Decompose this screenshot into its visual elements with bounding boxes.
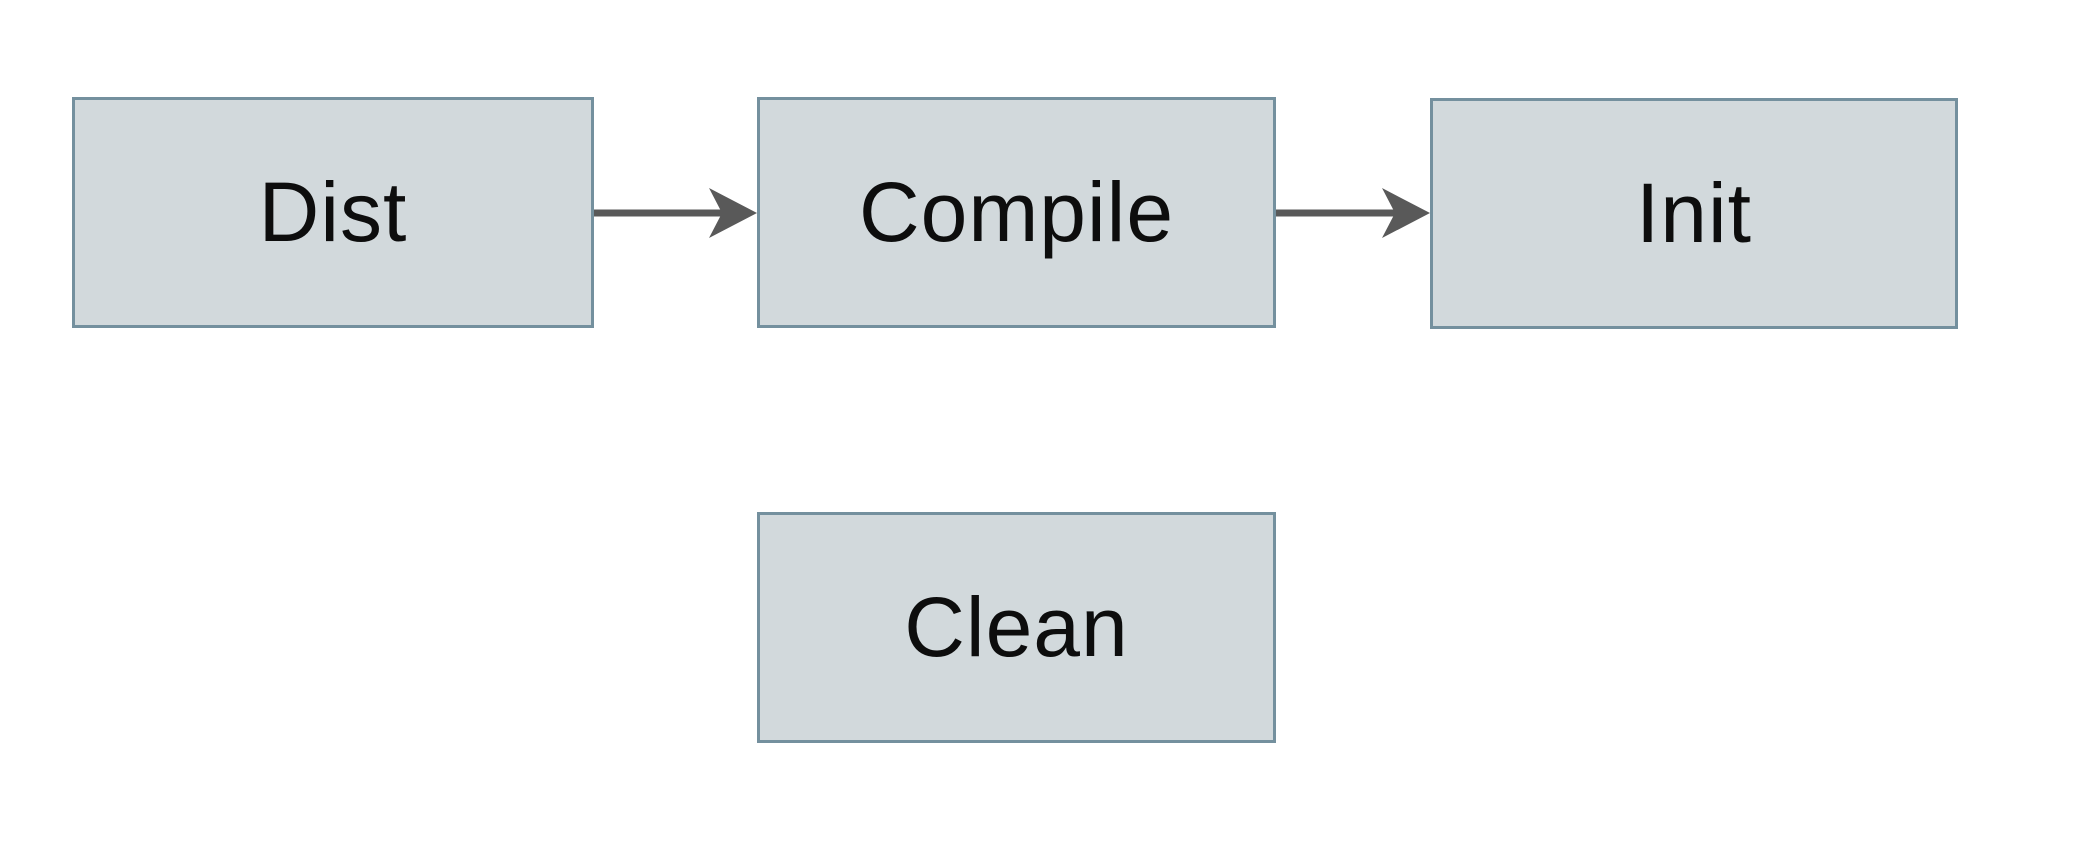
node-compile: Compile	[757, 97, 1276, 328]
arrow-compile-to-init	[1276, 188, 1430, 238]
arrowhead-icon	[1382, 188, 1430, 238]
node-label: Clean	[904, 580, 1129, 674]
node-init: Init	[1430, 98, 1958, 329]
node-label: Init	[1635, 166, 1753, 260]
arrow-dist-to-compile	[594, 188, 757, 238]
node-label: Dist	[258, 165, 408, 259]
node-dist: Dist	[72, 97, 594, 328]
node-label: Compile	[858, 165, 1175, 259]
node-clean: Clean	[757, 512, 1276, 743]
arrowhead-icon	[709, 188, 757, 238]
